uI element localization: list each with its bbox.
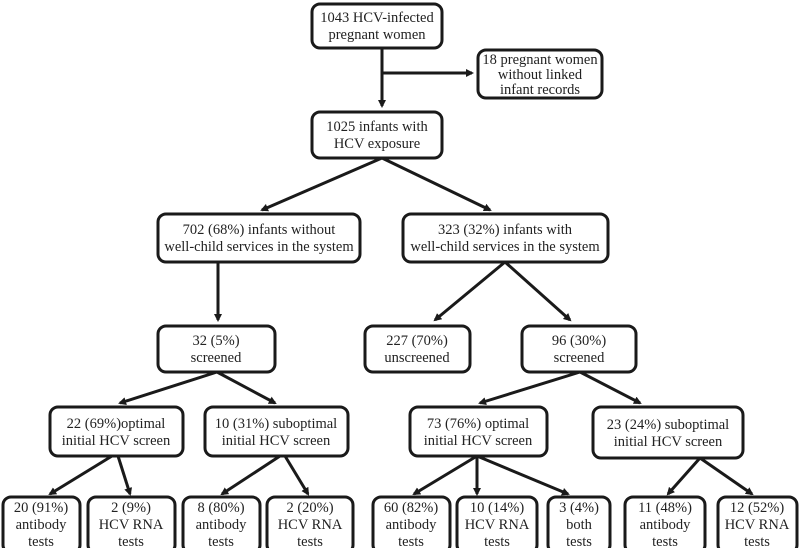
node-nw-screened: 32 (5%)screened <box>156 324 277 374</box>
arrow-wellchild-unscreened <box>433 260 506 322</box>
node-w-screened: 96 (30%)screened <box>520 324 638 374</box>
arrow <box>220 454 281 496</box>
arrow <box>476 454 570 496</box>
arrow-wellchild-screened <box>504 260 572 322</box>
arrow <box>412 454 478 496</box>
arrow-w-screened-suboptimal <box>579 370 642 405</box>
node-w-unscreened: 227 (70%)unscreened <box>363 324 472 374</box>
arrow-screened-suboptimal <box>216 370 277 405</box>
arrow <box>283 455 310 496</box>
arrow <box>48 454 113 496</box>
svg-text:32 (5%)screened: 32 (5%)screened <box>191 333 242 366</box>
arrow <box>699 456 754 496</box>
arrow-infants-wellchild <box>381 156 492 212</box>
connectors <box>48 48 754 496</box>
svg-text:96 (30%)screened: 96 (30%)screened <box>552 333 607 366</box>
arrow <box>666 457 702 496</box>
arrow-w-screened-optimal <box>478 370 581 406</box>
arrow <box>116 455 133 496</box>
svg-text:227 (70%)unscreened: 227 (70%)unscreened <box>384 333 450 366</box>
arrow-screened-optimal <box>118 370 218 405</box>
arrow-infants-nowellchild <box>260 156 383 212</box>
